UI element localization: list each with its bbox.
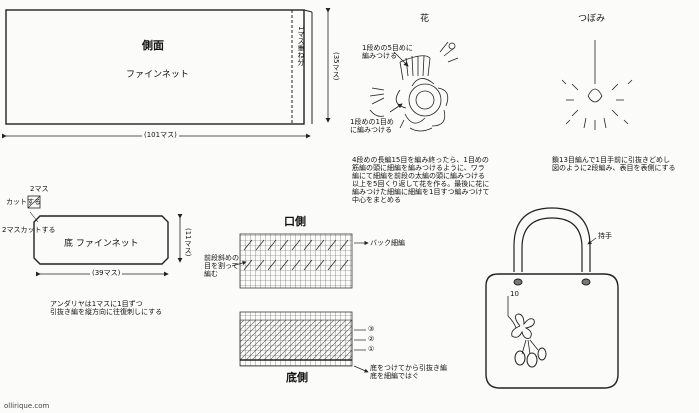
handle-label: 持手: [598, 232, 612, 240]
base-note: 底をつけてから引抜き編 底を細編ではぐ: [370, 364, 447, 381]
mouth-left-note: 前段斜めの 目を割って 編む: [204, 254, 239, 279]
side-panel-title: 側面: [142, 39, 164, 52]
row-1-label: ①: [368, 345, 375, 353]
flower-description: 4段めの長編15目を編み終ったら、1目めの 筋編の頭に細編を編みつけるように、ワ…: [352, 156, 490, 205]
bag-drawing: [485, 207, 619, 389]
fold-overlap-label: 1マス重ね分: [297, 26, 306, 66]
base-side-title: 底側: [286, 371, 308, 384]
base-grid: [239, 311, 369, 373]
row-3-label: ③: [368, 325, 375, 333]
bud-chart: [561, 40, 633, 130]
side-panel-material: ファインネット: [126, 70, 189, 80]
bottom-panel-title: 底 ファインネット: [64, 239, 139, 249]
bud-title: つぼみ: [578, 14, 606, 24]
mouth-side-title: 口側: [284, 215, 306, 228]
flower-title: 花: [420, 14, 430, 24]
side-height-label: (35マス): [332, 52, 341, 81]
flower-note-top: 1段めの5目めに 編みつける: [362, 44, 413, 61]
bottom-width-label: (39マス): [90, 269, 123, 278]
row-2-label: ②: [368, 335, 375, 343]
bottom-panel: [27, 195, 183, 277]
flower-note-bottom: 1段めの1目め に編みつける: [350, 118, 394, 135]
side-width-label: (101マス): [142, 131, 179, 140]
back-stitch-label: バック細編: [370, 239, 405, 247]
bottom-note: アンダリヤは1マスに1目ずつ 引抜き編を縦方向に往復刺しにする: [50, 300, 163, 317]
corner-size-label: 2マス: [30, 185, 49, 193]
size-mark: 10: [510, 290, 519, 298]
side-cut-label: 2マスカットする: [2, 226, 56, 234]
watermark: ollirique.com: [4, 402, 50, 410]
mouth-grid: [231, 233, 369, 289]
bud-description: 鎖13目編んで1目手前に引抜きどめし 図のように2段編み、表目を表側にする: [552, 156, 676, 173]
corner-cut-label: カットする: [6, 198, 41, 206]
flower-chart: [369, 41, 459, 132]
bottom-height-label: (11マス): [184, 228, 193, 257]
